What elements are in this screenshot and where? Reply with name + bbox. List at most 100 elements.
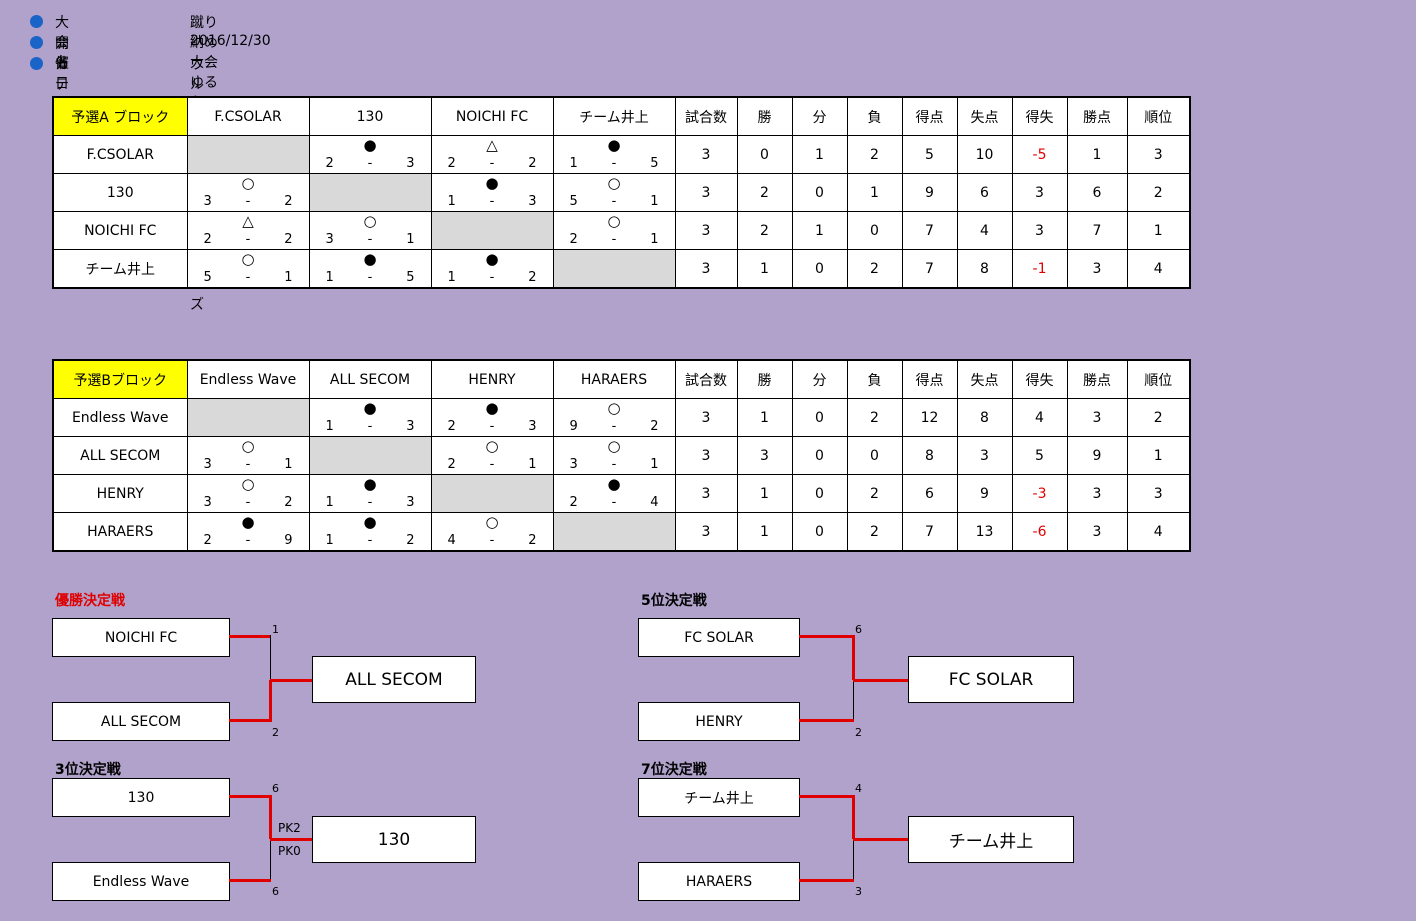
stat-cell: 7: [1066, 211, 1128, 250]
stat-cell: 8: [901, 436, 958, 475]
third-top-score: 6: [272, 782, 279, 795]
result-symbol: ○: [607, 212, 621, 230]
row-team-name: HARAERS: [52, 512, 188, 552]
bracket-line: [799, 635, 854, 638]
stat-cell: 4: [956, 211, 1013, 250]
stat-cell: 2: [1126, 173, 1191, 212]
score-dash: -: [611, 194, 617, 209]
score-right: 5: [406, 270, 415, 285]
result-symbol: ●: [363, 399, 377, 417]
score-dash: -: [611, 232, 617, 247]
bracket-line: [229, 635, 271, 638]
stat-cell: 0: [846, 211, 903, 250]
info-label: 開催日: [55, 36, 69, 92]
score-dash: -: [367, 156, 373, 171]
bracket-line: [852, 795, 855, 839]
stat-cell: 6: [956, 173, 1013, 212]
result-symbol: ○: [241, 437, 255, 455]
score-right: 2: [528, 270, 537, 285]
score-left: 2: [569, 232, 578, 247]
stat-cell: 3: [674, 398, 738, 437]
result-symbol: ●: [363, 136, 377, 154]
column-header-stat: 勝: [736, 96, 793, 136]
stat-cell: 5: [1011, 436, 1068, 475]
stat-cell: 1: [791, 135, 848, 174]
score-left: 3: [203, 495, 212, 510]
stat-cell: 6: [901, 474, 958, 513]
stat-cell: 1: [736, 474, 793, 513]
stat-cell: 9: [1066, 436, 1128, 475]
result-symbol: ●: [363, 250, 377, 268]
score-dash: -: [367, 419, 373, 434]
fifth-winner: FC SOLAR: [908, 656, 1074, 703]
third-winner: 130: [312, 816, 476, 863]
bracket-line: [853, 838, 908, 841]
score-right: 1: [650, 232, 659, 247]
score-right: 2: [284, 232, 293, 247]
row-team-name: F.CSOLAR: [52, 135, 188, 174]
result-symbol: ●: [607, 475, 621, 493]
stat-cell: 3: [1011, 173, 1068, 212]
stat-cell: 1: [791, 211, 848, 250]
stat-cell: 3: [674, 173, 738, 212]
final-bottom-score: 2: [272, 726, 279, 739]
result-symbol: ●: [485, 174, 499, 192]
stat-cell: 3: [1066, 398, 1128, 437]
score-dash: -: [611, 156, 617, 171]
stat-cell: 1: [1126, 211, 1191, 250]
bracket-line: [270, 839, 271, 880]
score-left: 3: [203, 194, 212, 209]
score-left: 4: [447, 533, 456, 548]
stat-cell: 0: [736, 135, 793, 174]
result-symbol: ●: [363, 513, 377, 531]
row-team-name: チーム井上: [52, 249, 188, 289]
score-right: 9: [284, 533, 293, 548]
stat-cell: 3: [674, 436, 738, 475]
column-header-team: F.CSOLAR: [186, 96, 310, 136]
score-left: 2: [447, 156, 456, 171]
stat-cell: 3: [674, 211, 738, 250]
score-right: 3: [528, 419, 537, 434]
score-dash: -: [489, 457, 495, 472]
result-symbol: ○: [485, 513, 499, 531]
score-right: 3: [406, 419, 415, 434]
result-symbol: ○: [485, 437, 499, 455]
bracket-line: [229, 879, 271, 882]
bullet-icon: [30, 15, 43, 28]
result-symbol: ○: [241, 475, 255, 493]
stat-cell: 2: [736, 173, 793, 212]
bracket-line: [799, 879, 854, 882]
stat-cell: 3: [674, 474, 738, 513]
bracket-line: [852, 635, 855, 680]
score-right: 3: [406, 495, 415, 510]
result-symbol: ●: [241, 513, 255, 531]
column-header-stat: 負: [846, 359, 903, 399]
result-symbol: △: [486, 136, 498, 154]
stat-cell: 2: [1126, 398, 1191, 437]
stat-cell: 0: [846, 436, 903, 475]
result-symbol: ○: [607, 437, 621, 455]
stat-cell: 2: [846, 249, 903, 289]
bracket-line: [269, 795, 272, 839]
stat-cell: 7: [901, 512, 958, 552]
third-pk-top: PK2: [278, 821, 301, 835]
column-header-stat: 負: [846, 96, 903, 136]
fifth-bottom-score: 2: [855, 726, 862, 739]
score-right: 1: [284, 270, 293, 285]
bracket-line: [270, 679, 312, 682]
row-team-name: ALL SECOM: [52, 436, 188, 475]
column-header-team: ALL SECOM: [308, 359, 432, 399]
third-bottom-score: 6: [272, 885, 279, 898]
column-header-stat: 試合数: [674, 359, 738, 399]
block-title: 予選Bブロック: [52, 359, 188, 399]
bracket-line: [229, 719, 272, 722]
